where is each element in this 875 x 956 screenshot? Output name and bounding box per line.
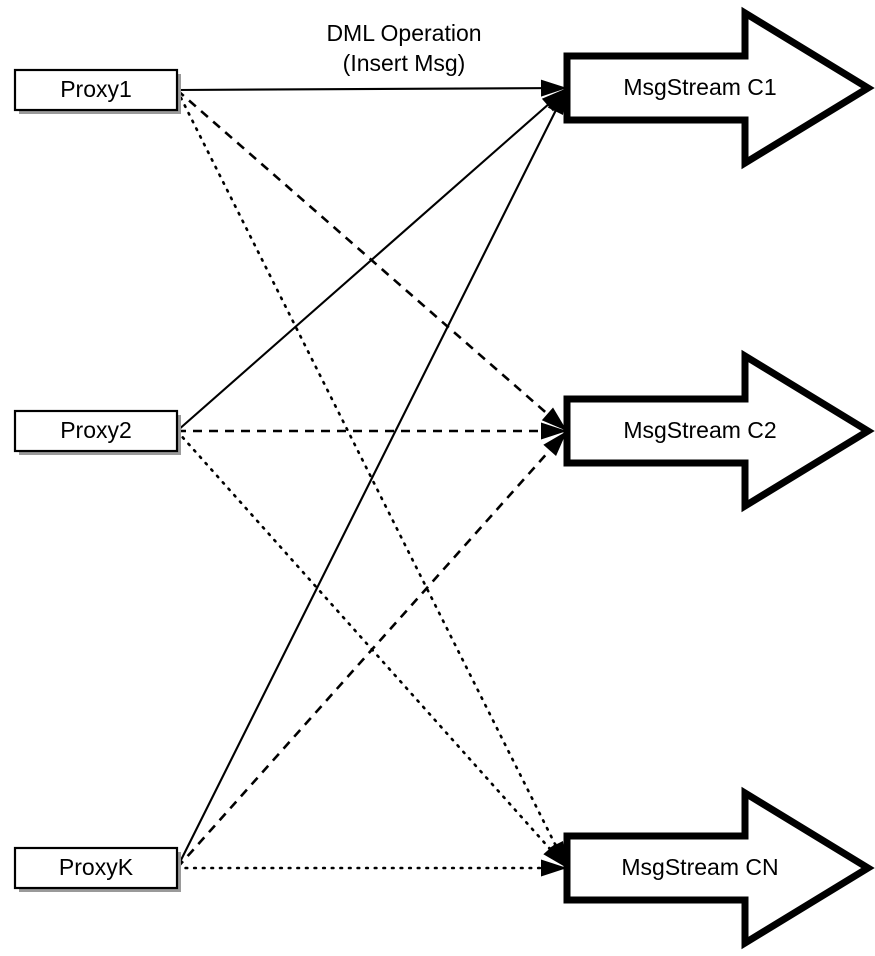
msgstream-label-c1: MsgStream C1 — [623, 74, 776, 100]
msgstream-arrow-shape-c2[interactable] — [563, 349, 875, 513]
msgstream-node-c1[interactable]: MsgStream C1 — [563, 6, 875, 170]
proxy-label-proxy2: Proxy2 — [60, 417, 132, 443]
msgstream-arrow-shape-c1[interactable] — [563, 6, 875, 170]
edge-line-solid — [176, 87, 568, 869]
proxy-node-proxy1[interactable]: Proxy1 — [13, 68, 181, 114]
edge-line-solid — [176, 86, 568, 92]
arrowhead-proxyk-cn — [541, 859, 567, 877]
edge-proxy1-cn — [175, 88, 569, 870]
arrowhead-proxy2-cn — [543, 842, 567, 868]
proxy-node-proxy2[interactable]: Proxy2 — [13, 409, 181, 455]
edges-layer — [175, 86, 569, 870]
arrowhead-proxyk-c1 — [547, 88, 567, 116]
proxy-label-proxy1: Proxy1 — [60, 76, 132, 102]
arrowhead-proxy1-c1 — [540, 79, 567, 97]
edge-line-dotted — [175, 88, 569, 870]
annotations-layer: DML Operation (Insert Msg) — [326, 20, 481, 76]
proxy-box-proxyk[interactable] — [13, 846, 179, 890]
streams-layer: MsgStream C1 MsgStream C2 MsgStream CN — [563, 6, 875, 950]
annotation-line2-dml-op: (Insert Msg) — [343, 50, 466, 76]
proxy-label-proxyk: ProxyK — [59, 854, 134, 880]
edge-line-dashed — [176, 89, 568, 432]
edge-line-dotted — [175, 429, 569, 870]
edge-proxy1-c1 — [176, 86, 568, 92]
msgstream-arrow-shape-cn[interactable] — [563, 786, 875, 950]
annotation-line1-dml-op: DML Operation — [326, 20, 481, 46]
proxy-box-proxy1[interactable] — [13, 68, 179, 112]
annotation-dml-op: DML Operation (Insert Msg) — [326, 20, 481, 76]
arrowhead-proxyk-c2 — [543, 431, 567, 457]
arrowheads-layer — [540, 79, 567, 877]
edge-proxy1-c2 — [176, 89, 568, 432]
arrowhead-proxy2-c1 — [541, 88, 567, 112]
proxy-node-proxyk[interactable]: ProxyK — [13, 846, 181, 892]
arrowhead-proxy2-c2 — [541, 422, 567, 440]
proxy-box-proxy2[interactable] — [13, 409, 179, 453]
msgstream-label-c2: MsgStream C2 — [623, 417, 776, 443]
msgstream-label-cn: MsgStream CN — [621, 854, 778, 880]
arrowhead-proxy1-c2 — [541, 407, 567, 431]
msgstream-node-cn[interactable]: MsgStream CN — [563, 786, 875, 950]
edge-proxy2-cn — [175, 429, 569, 870]
msgstream-node-c2[interactable]: MsgStream C2 — [563, 349, 875, 513]
edge-proxyk-c1 — [176, 87, 568, 869]
